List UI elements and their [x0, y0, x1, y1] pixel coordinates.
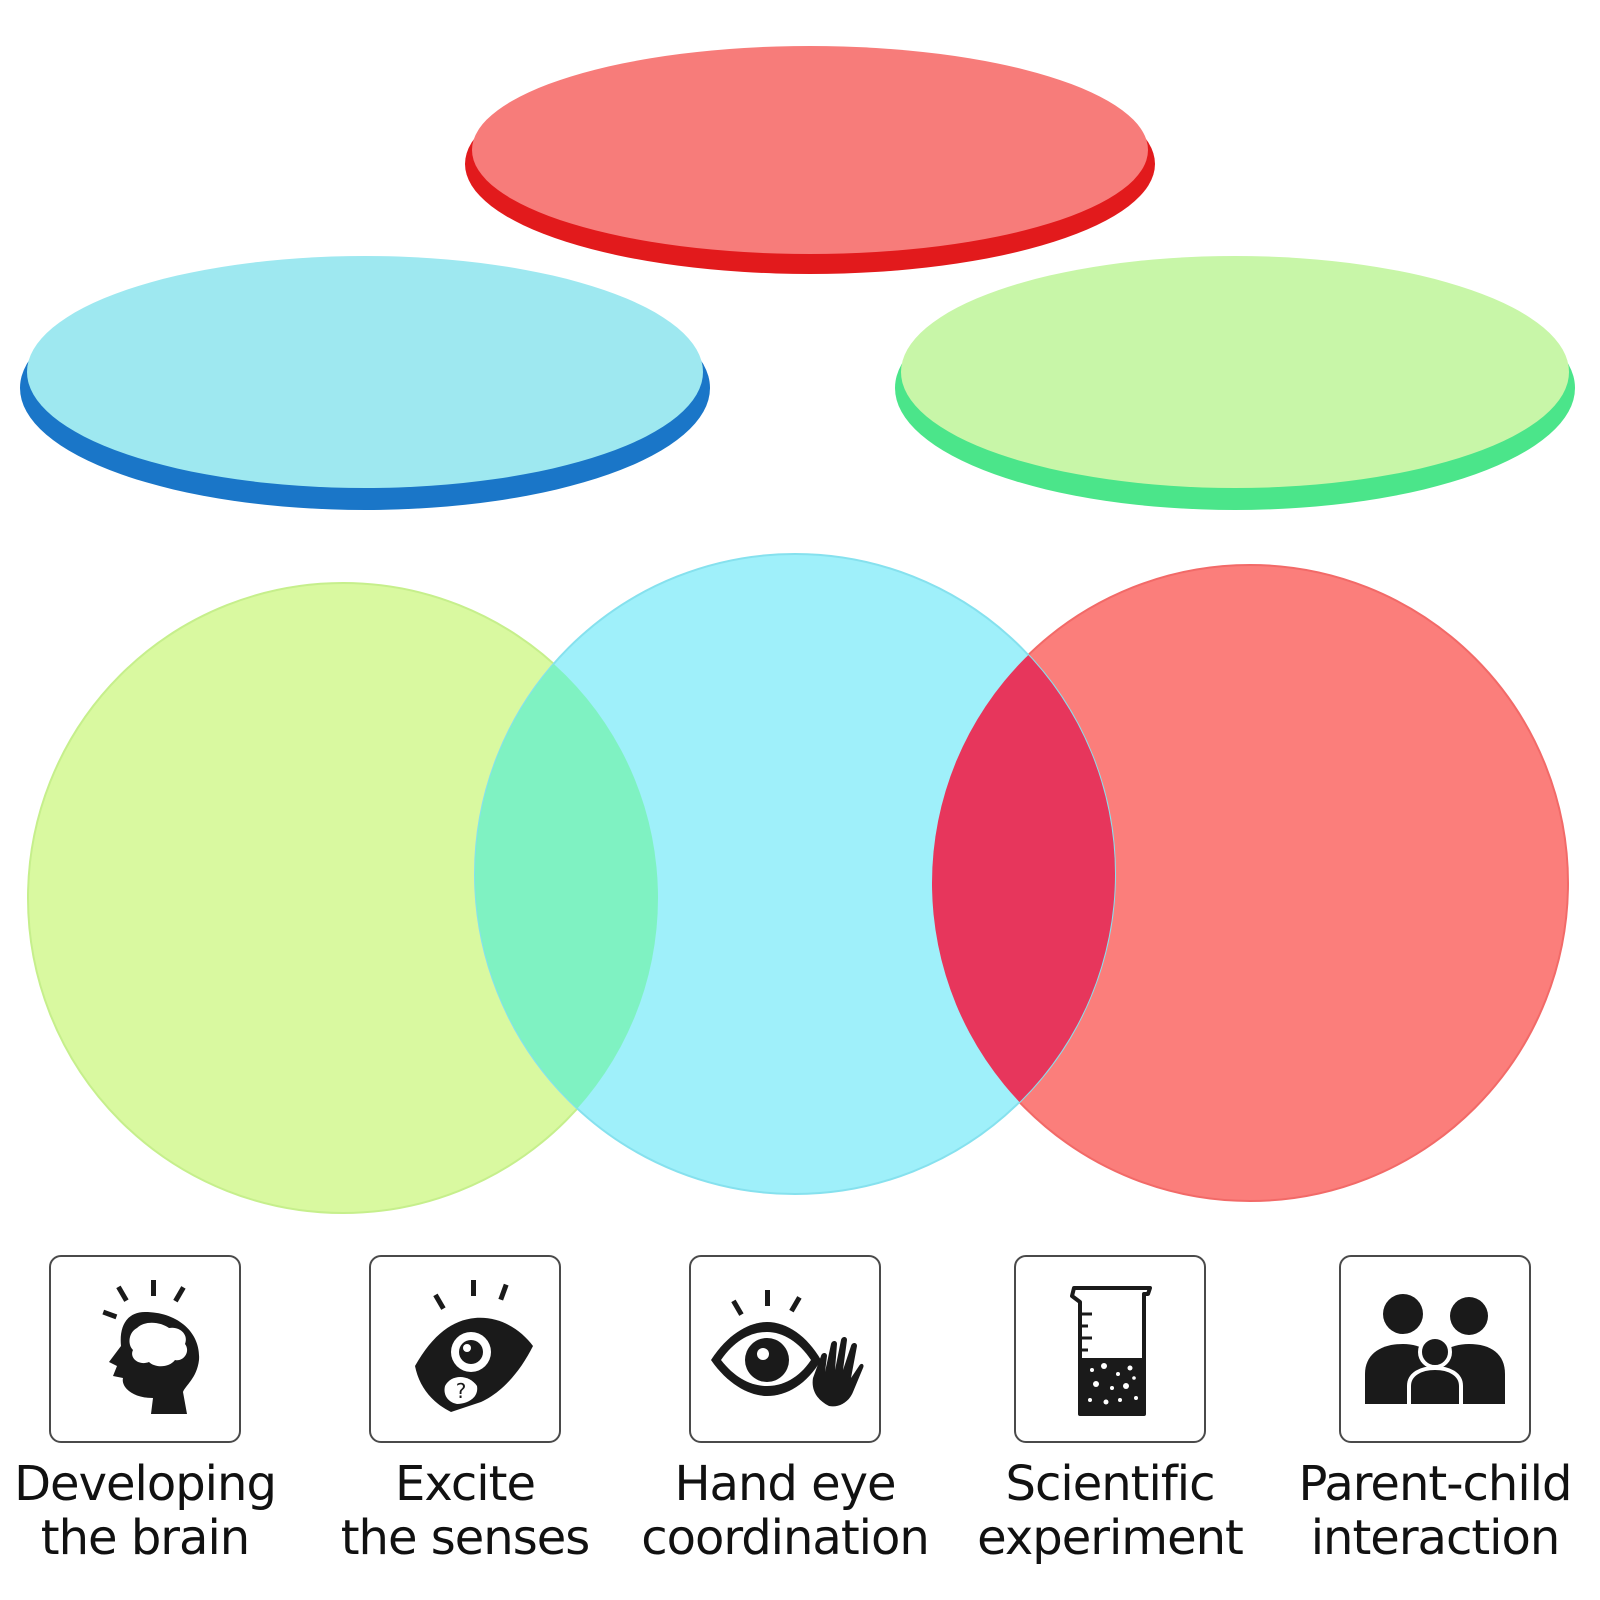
- feature-developing-brain: Developing the brain: [0, 1255, 295, 1565]
- feature-parent-child: Parent-child interaction: [1285, 1255, 1585, 1565]
- eye-hand-icon: [711, 1290, 864, 1407]
- caption-line-2: interaction: [1310, 1510, 1561, 1566]
- family-icon: [1365, 1294, 1505, 1408]
- caption-line-2: experiment: [977, 1510, 1244, 1566]
- caption-line-1: Developing: [14, 1456, 277, 1512]
- feature-scientific-experiment: Scientific experiment: [960, 1255, 1260, 1565]
- svg-text:?: ?: [456, 1379, 467, 1403]
- feature-icon-box: [1339, 1255, 1531, 1443]
- caption-line-2: coordination: [641, 1510, 930, 1566]
- caption-line-2: the brain: [40, 1510, 250, 1566]
- feature-icon-box: ?: [369, 1255, 561, 1443]
- feature-caption: Excite the senses: [315, 1457, 615, 1565]
- feature-caption: Developing the brain: [0, 1457, 295, 1565]
- green-disc-tilted: [895, 256, 1575, 510]
- feature-caption: Hand eye coordination: [635, 1457, 935, 1565]
- feature-caption: Scientific experiment: [960, 1457, 1260, 1565]
- caption-line-1: Hand eye: [674, 1456, 896, 1512]
- feature-hand-eye: Hand eye coordination: [635, 1255, 935, 1565]
- feature-icon-box: [689, 1255, 881, 1443]
- feature-icon-box: [49, 1255, 241, 1443]
- caption-line-1: Excite: [395, 1456, 536, 1512]
- brain-icon: [102, 1280, 200, 1414]
- feature-icon-box: [1014, 1255, 1206, 1443]
- caption-line-2: the senses: [340, 1510, 591, 1566]
- beaker-icon: [1070, 1286, 1152, 1416]
- caption-line-1: Parent-child: [1298, 1456, 1573, 1512]
- feature-caption: Parent-child interaction: [1285, 1457, 1585, 1565]
- feature-excite-senses: ? Excite the senses: [315, 1255, 615, 1565]
- caption-line-1: Scientific: [1005, 1456, 1216, 1512]
- eye-head-icon: ?: [415, 1280, 533, 1412]
- red-disc-tilted: [465, 46, 1155, 274]
- color-discs-illustration: [20, 46, 1575, 1214]
- blue-disc-tilted: [20, 256, 710, 510]
